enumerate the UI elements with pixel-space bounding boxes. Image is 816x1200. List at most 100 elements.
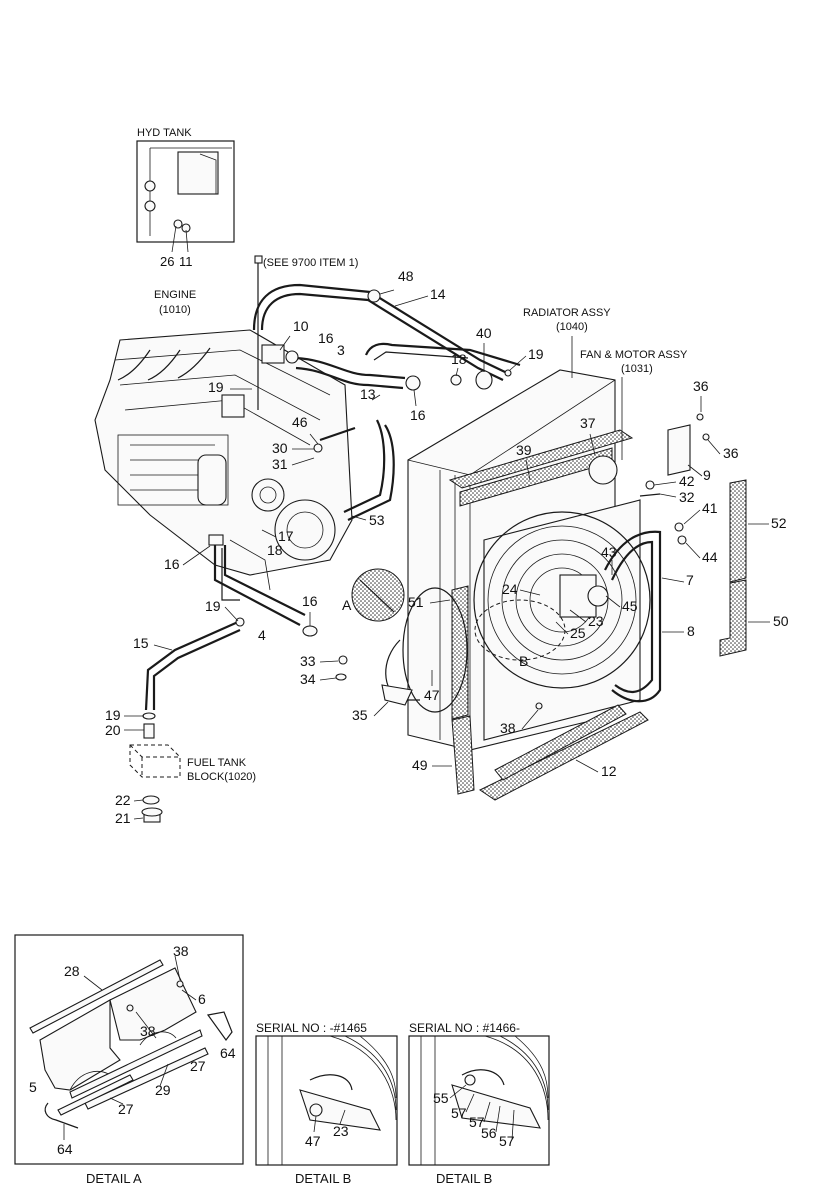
detail-a-part-64: 64 — [220, 1045, 236, 1061]
part-50: 50 — [773, 613, 789, 629]
top-labels: (SEE 9700 ITEM 1) RADIATOR ASSY (1040) F… — [263, 257, 688, 460]
detail-a-part-38b: 38 — [140, 1023, 156, 1039]
detail-a-part-28: 28 — [64, 963, 80, 979]
part-49: 49 — [412, 757, 428, 773]
detail-a-panel: 38 28 6 38 64 27 5 29 27 64 DETAIL A — [14, 934, 244, 1186]
part-33: 33 — [300, 653, 316, 669]
fuel-tank-block: FUEL TANK BLOCK(1020) — [129, 744, 256, 823]
part-45: 45 — [622, 598, 638, 614]
part-42: 42 — [679, 473, 695, 489]
part-47: 47 — [424, 687, 440, 703]
part-31: 31 — [272, 456, 288, 472]
part-32: 32 — [679, 489, 695, 505]
part-51: 51 — [408, 594, 424, 610]
part-20: 20 — [105, 722, 121, 738]
part-3: 3 — [337, 342, 345, 358]
part-16: 16 — [318, 330, 334, 346]
part-44: 44 — [702, 549, 718, 565]
part-43: 43 — [601, 544, 617, 560]
detail-a-part-6: 6 — [198, 991, 206, 1007]
detail-b2-part-57b: 57 — [469, 1114, 485, 1130]
part-48: 48 — [398, 268, 414, 284]
part-14: 14 — [430, 286, 446, 302]
part-19: 19 — [208, 379, 224, 395]
part-26: 26 — [160, 254, 174, 269]
part-23: 23 — [588, 613, 604, 629]
detail-b2-part-57c: 57 — [499, 1133, 515, 1149]
part-41: 41 — [702, 500, 718, 516]
part-21: 21 — [115, 810, 131, 826]
part-53: 53 — [369, 512, 385, 528]
detail-b1-part-23: 23 — [333, 1123, 349, 1139]
fan-motor-label: FAN & MOTOR ASSY — [580, 349, 688, 361]
radiator-ref: (1040) — [556, 321, 588, 333]
detail-a-caption: DETAIL A — [86, 1171, 142, 1186]
detail-a-part-5: 5 — [29, 1079, 37, 1095]
callout-b: B — [519, 653, 528, 669]
detail-a-part-64b: 64 — [57, 1141, 73, 1157]
part-12: 12 — [601, 763, 617, 779]
part-8: 8 — [687, 623, 695, 639]
part-36: 36 — [693, 378, 709, 394]
radiator-label: RADIATOR ASSY — [523, 307, 611, 319]
detail-b1-part-47: 47 — [305, 1133, 321, 1149]
hoses — [142, 255, 521, 739]
detail-b2-panel: SERIAL NO : #1466- 55 57 57 56 57 DETAIL… — [408, 1021, 550, 1186]
fuel-tank-ref: BLOCK(1020) — [187, 771, 256, 783]
detail-b2-part-55: 55 — [433, 1090, 449, 1106]
part-16: 16 — [164, 556, 180, 572]
part-numbers: 48 14 10 16 3 40 19 18 19 13 16 46 30 31… — [105, 268, 789, 826]
engine-label: ENGINE — [154, 289, 196, 301]
part-24: 24 — [502, 581, 518, 597]
see-note: (SEE 9700 ITEM 1) — [263, 257, 358, 269]
part-46: 46 — [292, 414, 308, 430]
detail-b2-part-56: 56 — [481, 1125, 497, 1141]
engine-ref: (1010) — [159, 304, 191, 316]
foam-strips — [451, 479, 747, 801]
part-15: 15 — [133, 635, 149, 651]
part-35: 35 — [352, 707, 368, 723]
part-36: 36 — [723, 445, 739, 461]
part-10: 10 — [293, 318, 309, 334]
part-18: 18 — [267, 542, 283, 558]
part-40: 40 — [476, 325, 492, 341]
part-19: 19 — [205, 598, 221, 614]
part-13: 13 — [360, 386, 376, 402]
callout-a: A — [342, 597, 352, 613]
part-30: 30 — [272, 440, 288, 456]
hyd-tank-label: HYD TANK — [137, 127, 192, 139]
fan-motor-ref: (1031) — [621, 363, 653, 375]
part-25: 25 — [570, 625, 586, 641]
detail-a-part-27b: 27 — [118, 1101, 134, 1117]
serial-2-label: SERIAL NO : #1466- — [409, 1021, 520, 1035]
part-38: 38 — [500, 720, 516, 736]
part-17: 17 — [278, 528, 294, 544]
part-52: 52 — [771, 515, 787, 531]
part-7: 7 — [686, 572, 694, 588]
detail-a-part-29: 29 — [155, 1082, 171, 1098]
detail-b2-part-57a: 57 — [451, 1105, 467, 1121]
part-16: 16 — [302, 593, 318, 609]
part-19: 19 — [105, 707, 121, 723]
part-18: 18 — [451, 351, 467, 367]
detail-b1-caption: DETAIL B — [295, 1171, 351, 1186]
leader-lines — [124, 289, 770, 820]
detail-a-part-27: 27 — [190, 1058, 206, 1074]
fuel-tank-label: FUEL TANK — [187, 757, 247, 769]
detail-a-part-38: 38 — [173, 943, 189, 959]
part-39: 39 — [516, 442, 532, 458]
part-9: 9 — [703, 467, 711, 483]
part-11: 11 — [179, 254, 193, 269]
hyd-tank-inset: HYD TANK 26 11 — [136, 127, 235, 269]
callouts: A B — [335, 568, 566, 713]
engine-illustration: ENGINE (1010) — [94, 289, 353, 601]
serial-1-label: SERIAL NO : -#1465 — [256, 1021, 367, 1035]
part-22: 22 — [115, 792, 131, 808]
detail-b2-caption: DETAIL B — [436, 1171, 492, 1186]
part-16: 16 — [410, 407, 426, 423]
part-37: 37 — [580, 415, 596, 431]
part-34: 34 — [300, 671, 316, 687]
part-4: 4 — [258, 627, 266, 643]
part-19: 19 — [528, 346, 544, 362]
